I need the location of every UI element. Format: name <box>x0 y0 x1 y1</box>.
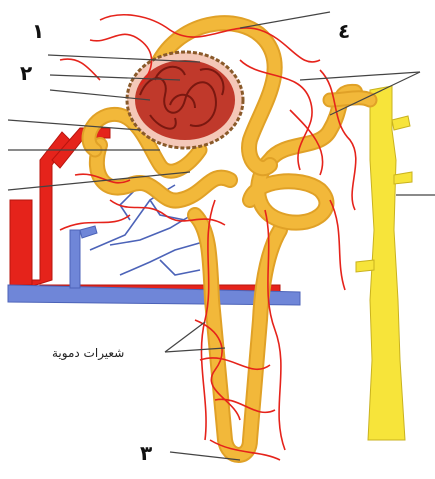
label-1: ١ <box>32 19 44 43</box>
label-2: ٢ <box>20 61 32 85</box>
label-capillaries: شعيرات دموية <box>52 346 124 361</box>
label-3: ٣ <box>140 441 152 465</box>
label-4: ٤ <box>338 19 350 43</box>
collecting-duct <box>356 86 412 440</box>
